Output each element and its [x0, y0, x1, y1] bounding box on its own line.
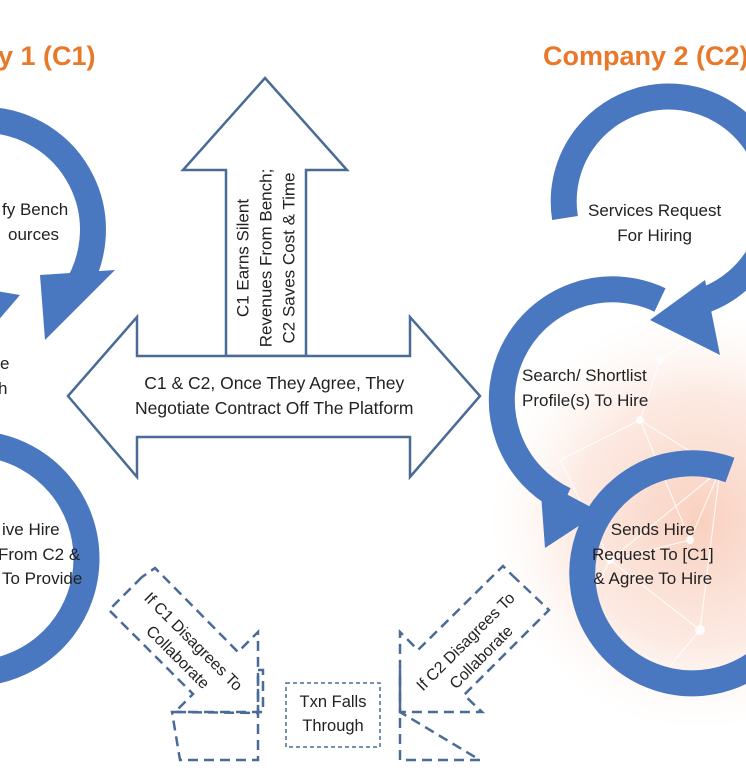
c2-step-2-text: Search/ Shortlist Profile(s) To Hire: [522, 366, 649, 410]
down-right-arrowhead: [398, 670, 485, 762]
c1-cycle: [0, 108, 106, 684]
down-left-arrowhead: [170, 668, 265, 762]
c2-step-3-text: Sends Hire Request To [C1] & Agree To Hi…: [592, 520, 714, 589]
c1-step-3-text: ive Hire From C2 & To Provide: [0, 520, 83, 589]
c1-step-2-text: e h: [0, 354, 10, 398]
company2-title: Company 2 (C2): [543, 41, 746, 71]
c1-arc-3: [0, 433, 100, 684]
txn-box: [285, 682, 381, 748]
c2-arc-3: [569, 450, 746, 697]
c2-step-1-text: Services Request For Hiring: [588, 201, 722, 245]
c2-arc-2-arrowhead: [540, 480, 600, 548]
c1-step-1-text: fy Bench ources: [2, 200, 69, 244]
double-arrow-text: C1 & C2, Once They Agree, They Negotiate…: [135, 373, 414, 419]
double-arrow: [66, 313, 482, 481]
c1-arc-1-arrowhead: [40, 270, 115, 340]
c1-arc-1: [0, 108, 106, 298]
company1-title: y 1 (C1): [0, 41, 96, 71]
up-arrow-text: C1 Earns Silent Revenues From Bench; C2 …: [233, 168, 299, 348]
c2-arc-1: [550, 83, 746, 313]
c1-arc-2-arrowhead: [0, 291, 20, 319]
c2-cycle: [488, 83, 746, 697]
c2-arc-2: [488, 276, 666, 512]
txn-box-text: Txn Falls Through: [299, 693, 367, 735]
c2-arc-1-arrowhead: [650, 280, 720, 355]
